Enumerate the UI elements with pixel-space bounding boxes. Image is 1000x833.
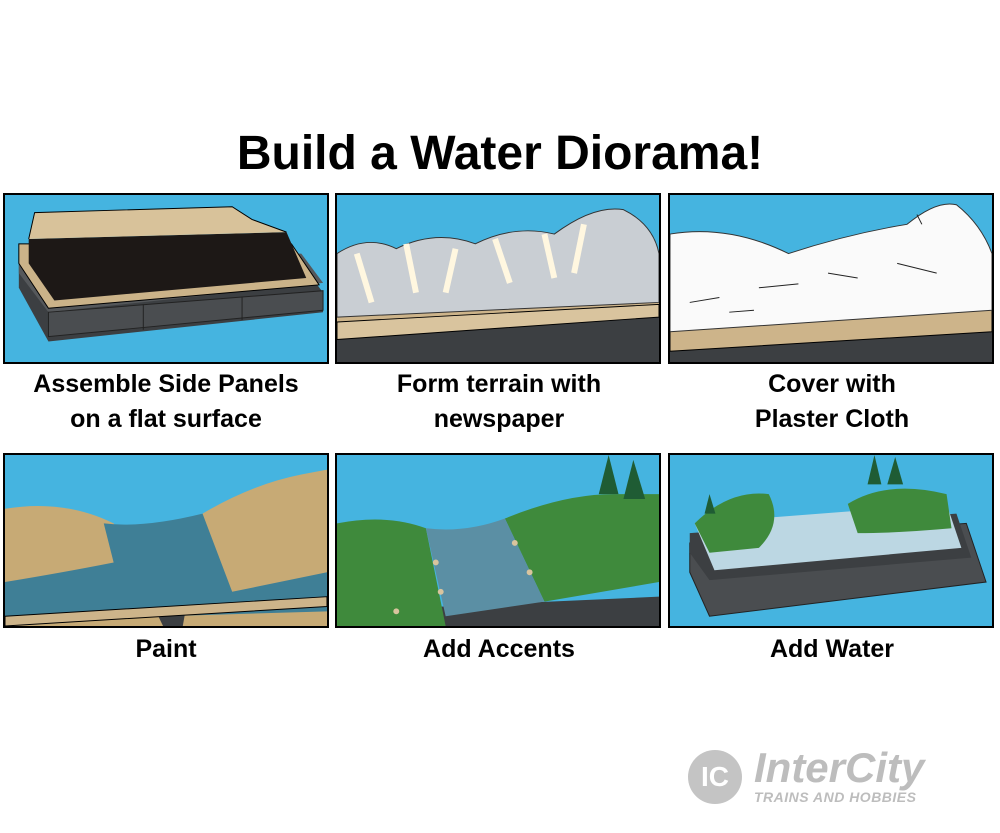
step-3-caption: Cover with Plaster Cloth <box>666 367 998 437</box>
page-title: Build a Water Diorama! <box>236 127 764 180</box>
step-2-illustration <box>335 193 661 364</box>
step-4-caption: Paint <box>0 632 332 667</box>
step-1-caption: Assemble Side Panels on a flat surface <box>0 367 332 437</box>
logo-mark: IC <box>688 750 742 804</box>
step-1-illustration <box>3 193 329 364</box>
caption-line: on a flat surface <box>70 405 262 433</box>
caption-line: Add Water <box>769 635 895 663</box>
intercity-logo: IC InterCity TRAINS AND HOBBIES <box>688 744 968 808</box>
caption-line: Paint <box>135 635 197 663</box>
step-2-caption: Form terrain with newspaper <box>333 367 665 437</box>
logo-tagline: TRAINS AND HOBBIES <box>754 789 917 805</box>
caption-line: Plaster Cloth <box>754 405 910 433</box>
caption-line: Cover with <box>768 370 896 398</box>
logo-brand: InterCity <box>754 744 925 791</box>
caption-line: newspaper <box>433 405 565 433</box>
step-6-caption: Add Water <box>666 632 998 667</box>
step-6-illustration <box>668 453 994 628</box>
caption-line: Form terrain with <box>396 370 602 398</box>
step-5-caption: Add Accents <box>333 632 665 667</box>
step-4-illustration <box>3 453 329 628</box>
caption-line: Add Accents <box>423 635 575 663</box>
caption-line: Assemble Side Panels <box>33 370 299 398</box>
step-3-illustration <box>668 193 994 364</box>
step-5-illustration <box>335 453 661 628</box>
